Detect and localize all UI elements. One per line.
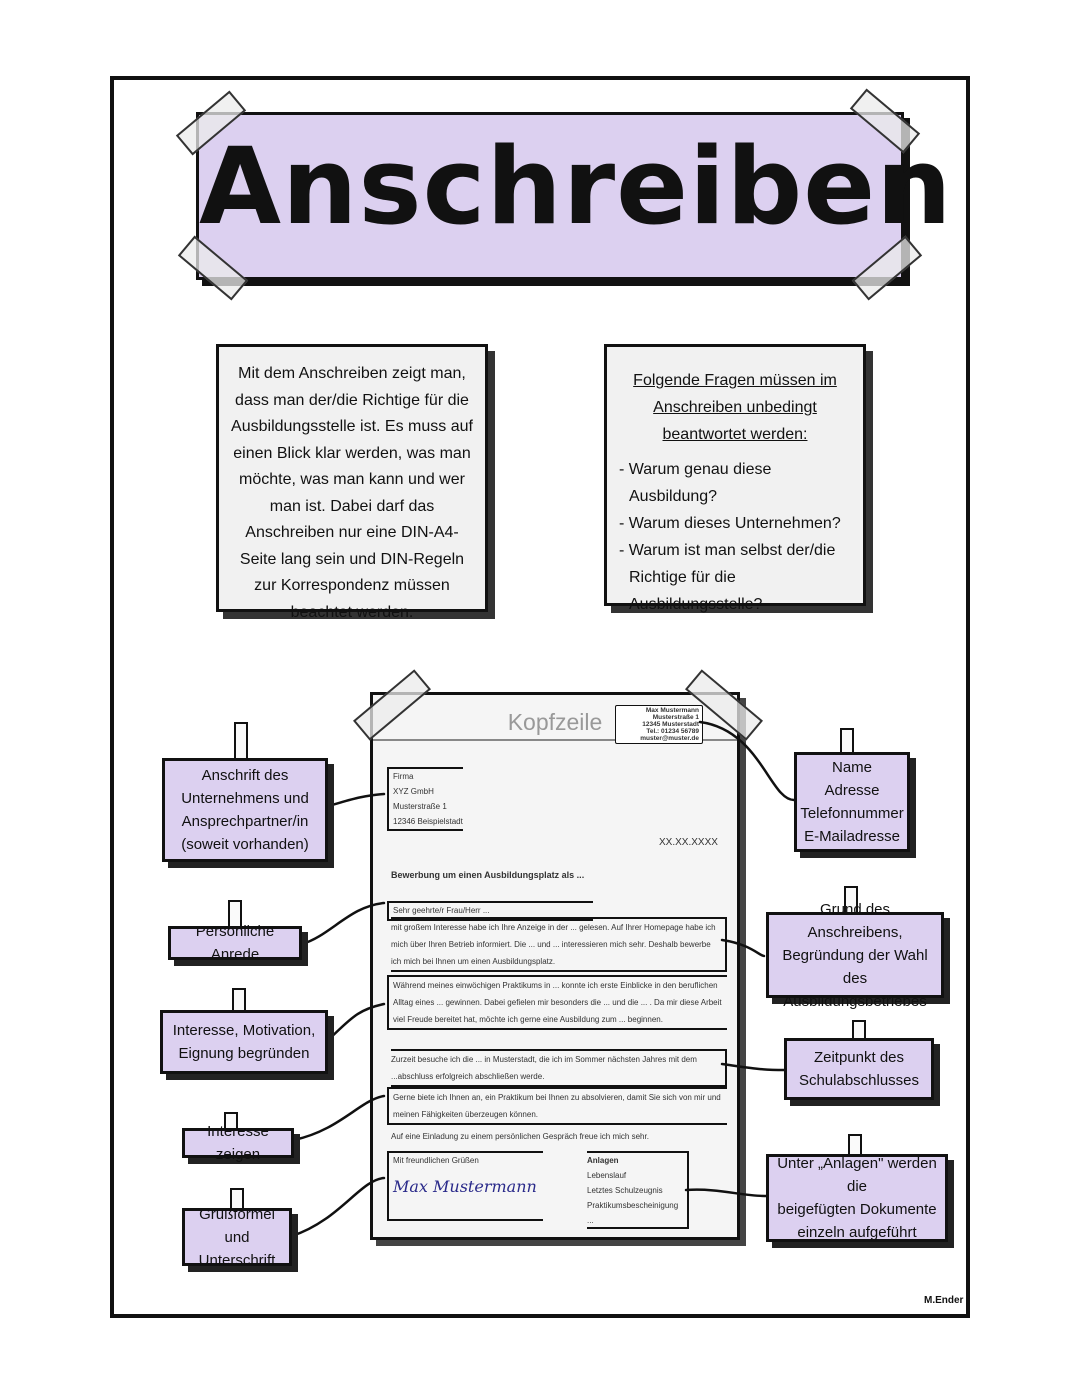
letter-salutation: Sehr geehrte/r Frau/Herr ...: [387, 901, 593, 921]
label-line: Begründung der Wahl des: [782, 946, 928, 987]
label-line: Interesse zeigen: [207, 1123, 269, 1163]
label-graduation: Zeitpunkt des Schulabschlusses: [784, 1038, 934, 1100]
sender-block: Max Mustermann Musterstraße 1 12345 Must…: [615, 705, 703, 744]
letter-paragraph-4: Gerne biete ich Ihnen an, ein Praktikum …: [387, 1087, 727, 1125]
connector-line: [698, 720, 796, 802]
attachment-item: Letztes Schulzeugnis: [587, 1186, 663, 1195]
label-salutation: Persönliche Anrede: [168, 923, 302, 963]
label-reason: Grund des Anschreibens, Begründung der W…: [766, 901, 944, 1010]
label-line: Ausbildungsbetriebes: [783, 992, 927, 1010]
recipient-line: Firma: [393, 772, 414, 781]
letter-paragraph-3: Zurzeit besuche ich die ... in Mustersta…: [391, 1049, 727, 1087]
label-line: Schulabschlusses: [798, 1072, 920, 1089]
label-line: Grußformel und: [199, 1205, 275, 1246]
letter-header: Kopfzeile: [507, 709, 603, 735]
letter-paragraph-5: Auf eine Einladung zu einem persönlichen…: [391, 1132, 649, 1141]
letter-paragraph-1: mit großem Interesse habe ich Ihre Anzei…: [391, 917, 727, 972]
attachment-item: ...: [587, 1216, 594, 1225]
label-show-interest: Interesse zeigen: [182, 1123, 294, 1163]
letter-signature: Max Mustermann: [393, 1177, 537, 1196]
recipient-line: Musterstraße 1: [393, 802, 447, 811]
questions-note: Folgende Fragen müssen im Anschreiben un…: [604, 344, 866, 613]
sender-line: Max Mustermann: [645, 707, 699, 714]
title-banner: Anschreiben: [196, 112, 953, 280]
intro-text: Mit dem Anschreiben zeigt man, dass man …: [231, 365, 473, 621]
page-title: Anschreiben: [199, 125, 953, 248]
label-line: E-Mailadresse: [804, 828, 900, 845]
connector-line: [720, 1062, 786, 1072]
questions-heading: Folgende Fragen müssen im Anschreiben un…: [633, 372, 837, 443]
connector-line: [684, 1188, 768, 1198]
label-line: Ansprechpartner/in: [181, 813, 309, 830]
letter-date: XX.XX.XXXX: [659, 837, 718, 848]
connector-line: [326, 792, 386, 808]
label-line: Anschrift des: [201, 767, 289, 784]
author-credit: M.Ender: [924, 1295, 964, 1306]
label-line: Name: [832, 759, 873, 776]
label-closing-signature: Grußformel und Unterschrift: [182, 1206, 292, 1269]
intro-note: Mit dem Anschreiben zeigt man, dass man …: [216, 344, 488, 621]
sender-line: Musterstraße 1: [652, 714, 699, 721]
label-line: (soweit vorhanden): [181, 836, 309, 853]
pin: [234, 722, 248, 762]
label-line: Interesse, Motivation,: [172, 1022, 316, 1039]
label-company-address: Anschrift des Unternehmens und Ansprechp…: [162, 758, 328, 862]
attachments-title: Anlagen: [587, 1156, 619, 1165]
sender-line: muster@muster.de: [640, 735, 699, 742]
label-line: Adresse: [824, 782, 880, 799]
attachment-item: Praktikumsbescheinigung: [587, 1201, 679, 1210]
recipient-block: Firma XYZ GmbH Musterstraße 1 12346 Beis…: [387, 767, 463, 831]
label-line: Grund des Anschreibens,: [807, 900, 903, 941]
letter-subject: Bewerbung um einen Ausbildungsplatz als …: [391, 870, 585, 880]
connector-line: [290, 1176, 386, 1238]
label-line: beigefügten Dokumente: [777, 1201, 937, 1218]
label-attachments: Unter „Anlagen" werden die beigefügten D…: [766, 1154, 948, 1242]
label-sender-info: Name Adresse Telefonnummer E-Mailadresse: [794, 752, 910, 852]
header-divider: [373, 739, 737, 741]
question-item: - Warum genau diese Ausbildung?: [619, 461, 772, 505]
label-line: Unter „Anlagen" werden die: [777, 1155, 937, 1195]
label-line: Unternehmens und: [181, 790, 309, 807]
recipient-line: XYZ GmbH: [393, 787, 434, 796]
page-frame: [110, 76, 970, 1318]
connector-line: [292, 1094, 386, 1142]
label-line: Zeitpunkt des: [813, 1049, 905, 1066]
label-motivation: Interesse, Motivation, Eignung begründen: [160, 1010, 328, 1074]
label-line: einzeln aufgeführt: [797, 1224, 917, 1241]
label-line: Telefonnummer: [800, 805, 904, 822]
label-line: Eignung begründen: [178, 1045, 310, 1062]
recipient-line: 12346 Beispielstadt: [393, 817, 463, 826]
label-line: Persönliche Anrede: [195, 923, 275, 963]
label-line: Unterschrift: [198, 1251, 276, 1269]
letter-sample: Kopfzeile Max Mustermann Musterstraße 1 …: [370, 692, 740, 1240]
question-item: - Warum ist man selbst der/die Richtige …: [619, 542, 836, 613]
connector-line: [326, 1002, 386, 1042]
attachment-item: Lebenslauf: [587, 1171, 627, 1180]
sender-line: 12345 Musterstadt: [642, 721, 699, 728]
sender-line: Tel.: 01234 56789: [646, 728, 699, 735]
question-item: - Warum dieses Unternehmen?: [619, 515, 841, 532]
letter-closing: Mit freundlichen Grüßen: [393, 1156, 479, 1165]
closing-block: Mit freundlichen Grüßen Max Mustermann: [387, 1151, 543, 1221]
connector-line: [300, 901, 386, 946]
connector-line: [720, 938, 766, 958]
letter-paragraph-2: Während meines einwöchigen Praktikums in…: [387, 975, 727, 1030]
